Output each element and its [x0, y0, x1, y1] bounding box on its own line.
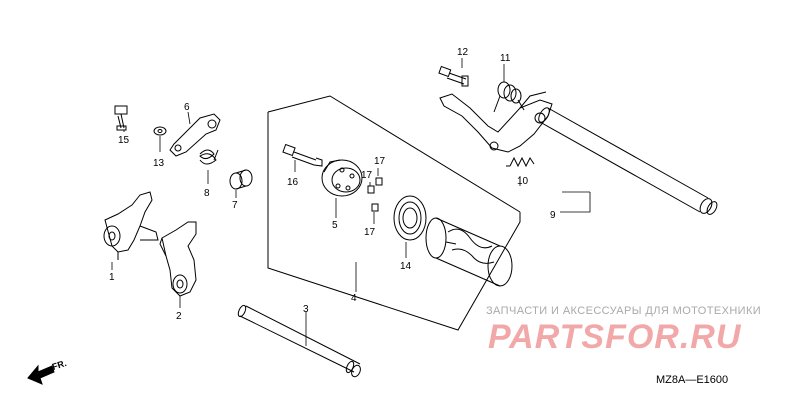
shift-fork-2 — [159, 221, 197, 297]
part-label-6: 6 — [184, 102, 190, 113]
part-label-12: 12 — [457, 47, 469, 58]
bolt-15 — [114, 105, 128, 131]
part-label-5: 5 — [332, 220, 338, 231]
part-label-3: 3 — [303, 304, 309, 315]
part-label-11: 11 — [500, 53, 511, 64]
part-label-16: 16 — [287, 177, 299, 188]
pins-17 — [367, 177, 383, 212]
part-label-13: 13 — [153, 158, 165, 169]
part-label-10: 10 — [517, 176, 529, 187]
stopper-arm-6 — [169, 113, 221, 157]
part-label-2: 2 — [176, 311, 182, 322]
part-label-14: 14 — [400, 261, 412, 272]
shift-drum-14 — [425, 217, 513, 287]
part-label-7: 7 — [232, 200, 238, 211]
part-label-9: 9 — [550, 210, 556, 221]
bearing-4 — [393, 195, 427, 241]
fork-shaft — [237, 304, 361, 378]
collar-7 — [229, 169, 253, 190]
shift-fork-1 — [103, 191, 159, 260]
part-label-1: 1 — [109, 272, 115, 283]
leader-lines — [111, 58, 591, 346]
spring-8 — [199, 149, 219, 165]
diagram-code: MZ8A—E1600 — [656, 374, 729, 386]
watermark-logo: PARTSFOR.RU — [488, 318, 742, 356]
drum-center-5 — [321, 159, 363, 197]
part-label-8: 8 — [204, 188, 210, 199]
drum-assembly-frame — [267, 95, 521, 331]
bolt-12 — [438, 65, 469, 87]
spring-11 — [493, 81, 525, 113]
part-label-17b: 17 — [361, 170, 373, 181]
watermark-caption: ЗАПЧАСТИ И АКСЕССУАРЫ ДЛЯ МОТОТЕХНИКИ — [486, 305, 762, 317]
part-labels: 1 2 3 4 5 6 7 8 9 10 11 12 13 14 15 16 1… — [109, 47, 556, 322]
part-label-15: 15 — [118, 135, 130, 146]
bolt-16 — [282, 143, 323, 167]
part-label-17a: 17 — [374, 156, 386, 167]
gearshift-spindle-9 — [439, 91, 718, 215]
front-direction-arrow — [27, 364, 55, 385]
part-label-4: 4 — [351, 293, 357, 304]
washer-13 — [153, 126, 167, 136]
return-spring-10 — [506, 156, 535, 168]
part-label-17c: 17 — [364, 227, 376, 238]
